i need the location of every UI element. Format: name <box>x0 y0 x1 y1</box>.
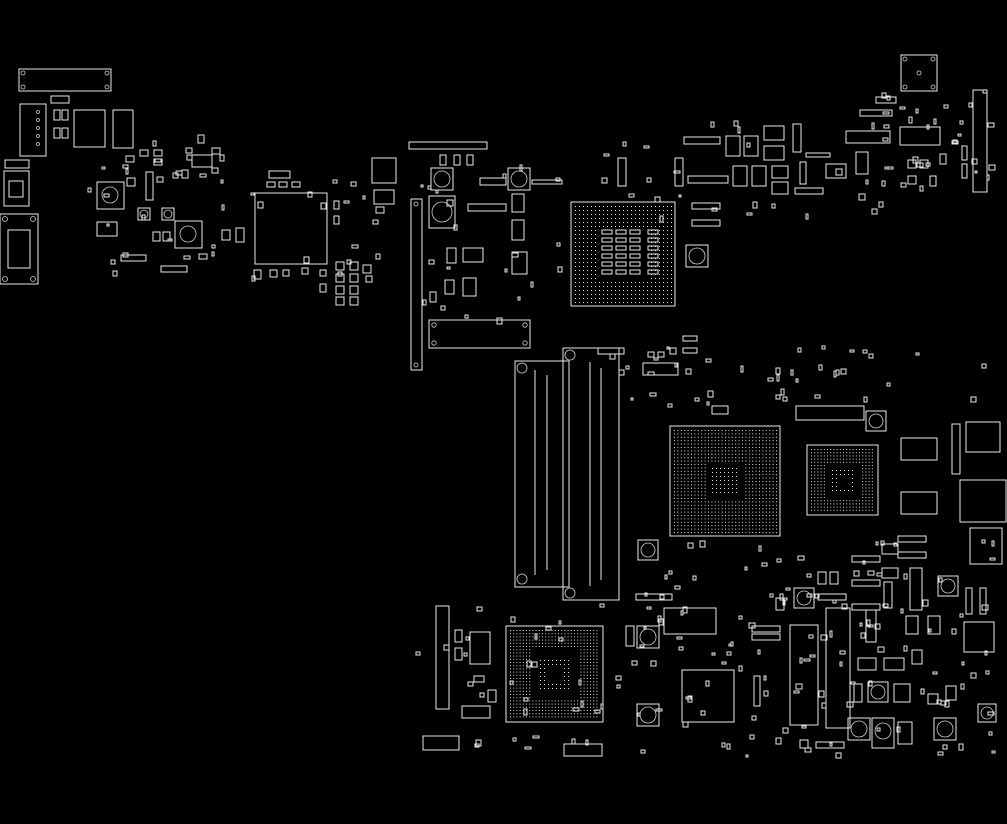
chip-u10-cpu-controller[interactable] <box>235 157 397 306</box>
connector-j15 <box>969 527 1003 565</box>
transistor-q3 <box>430 167 454 191</box>
center-top-cluster[interactable] <box>408 141 563 371</box>
transistor-q10 <box>793 587 815 609</box>
ic-u52 <box>900 437 938 461</box>
passive-components <box>87 89 996 759</box>
transistor-q13 <box>977 703 997 723</box>
transistor-q6 <box>636 625 660 649</box>
ic-u40 <box>469 631 491 665</box>
ic-u5 <box>174 220 203 249</box>
ic-u1 <box>73 109 106 148</box>
chip-u41-southbridge <box>505 625 604 723</box>
ic-u42 <box>663 607 717 635</box>
top-right-cluster[interactable] <box>617 54 988 195</box>
bottom-right-cluster[interactable] <box>751 535 997 749</box>
transistor-q9 <box>865 410 887 432</box>
connector-j13 <box>965 421 1001 453</box>
transistor-q5 <box>685 244 709 268</box>
connector-j3 <box>3 170 30 207</box>
inductor-l1 <box>428 195 456 229</box>
transistor-q15 <box>871 717 895 749</box>
transistor-q16 <box>933 717 957 741</box>
connector-j14 <box>959 479 1007 523</box>
ic-u3 <box>191 154 213 168</box>
connector-j7 <box>428 319 531 349</box>
connector-j16 <box>789 624 819 726</box>
resistor-r2 <box>4 159 30 169</box>
connector-j1 <box>18 68 112 92</box>
connector-j5 <box>408 141 488 150</box>
chip-u51-memory-controller[interactable] <box>711 405 1007 565</box>
ic-u30 <box>899 126 941 146</box>
connector-j2 <box>19 103 47 157</box>
ic-u54 <box>963 621 995 653</box>
chip-u20-northbridge[interactable] <box>570 201 721 354</box>
connector-j17 <box>825 607 851 729</box>
connector-j8 <box>900 54 938 92</box>
ic-u4 <box>96 181 125 210</box>
ic-u2 <box>112 109 134 149</box>
transistor-q7 <box>636 703 660 727</box>
connector-j6 <box>410 198 423 371</box>
transistor-q8 <box>637 539 659 561</box>
ic-u31 <box>825 163 847 179</box>
dimm-slot-1[interactable] <box>514 360 570 588</box>
bottom-center-cluster[interactable] <box>422 539 761 757</box>
dimm-slot-2[interactable] <box>562 347 679 601</box>
connector-j4 <box>0 213 39 285</box>
ic-u43 <box>681 669 735 723</box>
ic-u53 <box>900 491 938 515</box>
connector-j9 <box>972 89 988 193</box>
ic-u11 <box>371 157 397 184</box>
transistor-q2 <box>161 207 175 221</box>
ic-u12 <box>462 247 484 263</box>
transistor-q11 <box>937 575 959 597</box>
transistor-q4 <box>507 167 531 191</box>
resistor-r1 <box>50 95 70 104</box>
connector-j10 <box>435 605 450 710</box>
transistor-q12 <box>867 681 889 703</box>
connector-j11 <box>422 735 460 751</box>
connector-j12 <box>563 743 603 757</box>
chip-u50-gpu[interactable] <box>669 425 781 537</box>
top-left-connector-group[interactable] <box>0 68 231 285</box>
transistor-q14 <box>847 717 871 741</box>
